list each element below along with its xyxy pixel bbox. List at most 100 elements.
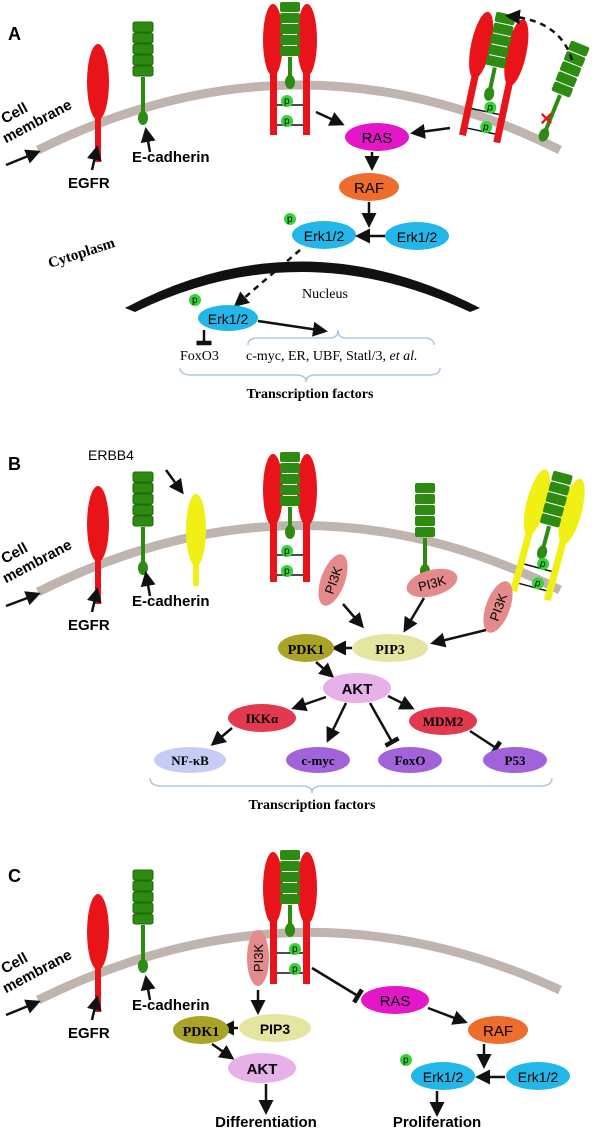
phospho-p-c3: p — [403, 1055, 409, 1066]
tf-top-brace — [247, 329, 435, 346]
cmyc-node — [286, 747, 350, 773]
nucleus-label: Nucleus — [302, 287, 348, 302]
phospho-p-b1: p — [284, 546, 290, 557]
raf-label-c: RAF — [483, 1023, 513, 1040]
pi3k-node-b2: PI3K — [406, 568, 458, 598]
erk-label-c2: Erk1/2 — [518, 1069, 559, 1085]
cmyc-label: c-myc — [301, 753, 334, 768]
erk-node-nuclear — [198, 305, 258, 331]
egfr-pointer-arrow-b — [87, 587, 102, 613]
dashed-internalization-arrow — [505, 9, 574, 61]
arrow-akt-ikk — [291, 695, 327, 712]
phospho-p-b3: p — [539, 558, 548, 570]
phospho-p-b2: p — [284, 566, 290, 577]
arrow-ras-raf-c — [427, 1006, 468, 1025]
cell-membrane-arc-b — [35, 521, 563, 597]
membrane-pointer-arrow — [5, 149, 41, 167]
pdk1-label-b: PDK1 — [288, 643, 325, 658]
arrow-akt-cmyc — [326, 702, 348, 743]
erk-node-phospho-a — [292, 221, 356, 249]
panel-c: C Cell membrane EGFR E-cadherin — [0, 850, 570, 1131]
ras-node-a — [345, 123, 409, 151]
phospho-p-a5: p — [287, 214, 293, 225]
erk-label-a1: Erk1/2 — [304, 228, 345, 244]
raf-node-a — [339, 173, 399, 201]
receptor-complex-1: p p — [263, 2, 317, 135]
erk-node-a — [385, 222, 449, 250]
e-cadherin-receptor-b — [132, 471, 154, 576]
differentiation-label: Differentiation — [215, 1114, 317, 1131]
receptor-complex-c: p p — [263, 850, 317, 984]
pip3-node-c — [239, 1014, 311, 1042]
mdm2-node — [409, 707, 477, 735]
ras-label-c: RAS — [380, 993, 411, 1010]
erbb4-pointer-arrow — [164, 469, 184, 495]
pdk1-node-b — [278, 634, 334, 662]
phospho-p-b4: p — [533, 578, 542, 590]
arrow-pdk1-akt — [315, 661, 335, 678]
arrow-erk-tfs — [257, 319, 328, 337]
receptor-complex-b1: p p — [263, 452, 317, 582]
erbb4-label: ERBB4 — [88, 447, 134, 463]
pip3-node-b — [352, 634, 428, 662]
pdk1-label-c: PDK1 — [183, 1025, 220, 1040]
ecad-label-c: E-cadherin — [132, 997, 210, 1014]
tf-bottom-brace — [179, 367, 441, 383]
nuclear-envelope — [125, 261, 480, 312]
egfr-label-c: EGFR — [68, 1025, 110, 1042]
erbb4-receptor — [186, 494, 206, 586]
panel-c-label: C — [8, 866, 21, 886]
tf-list-text: c-myc, ER, UBF, Statl/3, — [246, 349, 386, 364]
membrane-pointer-arrow-c — [5, 999, 41, 1017]
phospho-p-c1: p — [292, 944, 298, 955]
proliferation-label: Proliferation — [393, 1114, 481, 1131]
erk-node-phospho-c — [411, 1062, 475, 1090]
ikk-label: IKKα — [246, 711, 279, 726]
erk-label-a2: Erk1/2 — [397, 229, 438, 245]
arrow-akt-mdm2 — [387, 694, 415, 710]
phospho-p-a1: p — [284, 96, 290, 107]
egfr-label: EGFR — [68, 175, 110, 192]
panel-b: B Cell membrane ERBB4 EGFR E-cadherin — [0, 447, 585, 813]
ras-node-c — [361, 986, 429, 1014]
cleavage-x-mark: × — [540, 106, 553, 131]
tf-list-etal: et al. — [390, 349, 418, 364]
erk-label-c1: Erk1/2 — [423, 1069, 464, 1085]
phospho-p-a3: p — [486, 102, 494, 114]
pi3k-node-b1: PI3K — [318, 554, 348, 606]
ikk-node — [228, 704, 296, 732]
arrow-pdk1-akt-c — [211, 1042, 235, 1060]
pdk1-node-c — [173, 1016, 229, 1044]
p53-node — [483, 747, 547, 773]
nfkb-label: NF-κB — [171, 753, 209, 768]
arrow-complex2-ras — [410, 123, 451, 139]
foxo-label: FoxO — [394, 753, 425, 768]
panel-b-label: B — [8, 454, 21, 474]
erk-node-c — [506, 1062, 570, 1090]
akt-label-c: AKT — [247, 1061, 278, 1078]
ecad-pointer-arrow-b — [140, 571, 156, 597]
egfr-pointer-arrow-c — [87, 995, 102, 1021]
e-cadherin-signaling-b — [415, 483, 435, 578]
inhibit-akt-foxo — [368, 702, 400, 748]
foxo-node — [378, 747, 442, 773]
ecad-pointer-arrow-c — [140, 975, 156, 1001]
pi3k-label-c: PI3K — [251, 944, 266, 973]
akt-label-b: AKT — [342, 681, 373, 698]
egfr-label-b: EGFR — [68, 617, 110, 634]
egfr-receptor-c — [87, 894, 109, 1012]
erk-label-a3: Erk1/2 — [208, 311, 249, 327]
akt-node-c — [228, 1053, 296, 1083]
pip3-label-c: PIP3 — [260, 1021, 291, 1037]
mdm2-label: MDM2 — [423, 714, 463, 729]
akt-node-b — [323, 673, 391, 703]
ras-label-a: RAS — [362, 130, 393, 147]
egfr-receptor — [87, 44, 109, 162]
receptor-complex-b3: p p — [510, 469, 585, 602]
phospho-p-c2: p — [292, 964, 298, 975]
cell-membrane-arc — [36, 80, 563, 155]
arrow-complex1-ras — [315, 110, 345, 126]
phospho-p-a4: p — [482, 122, 490, 134]
phospho-p-a6: p — [192, 295, 198, 306]
